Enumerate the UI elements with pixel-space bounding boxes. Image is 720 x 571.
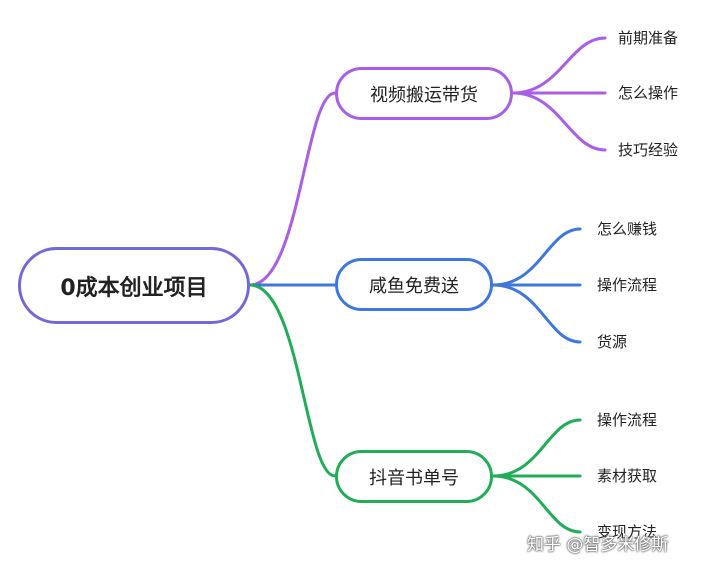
branch-node-xianyu-giveaway[interactable]: 咸鱼免费送 — [335, 258, 493, 311]
leaf-node-preparation[interactable]: 前期准备 — [618, 29, 679, 47]
connector-root-branch-3 — [248, 283, 337, 478]
root-node[interactable]: 0成本创业项目 — [18, 247, 250, 324]
branch-node-label: 视频搬运带货 — [370, 84, 478, 106]
leaf-node-supply-source[interactable]: 货源 — [597, 333, 628, 351]
connector-root-branch-1 — [248, 91, 337, 287]
connector-branch-1-leaf-1 — [511, 36, 607, 95]
branch-node-label: 咸鱼免费送 — [369, 275, 459, 297]
leaf-node-tips-experience[interactable]: 技巧经验 — [618, 141, 679, 159]
branch-node-douyin-booklist[interactable]: 抖音书单号 — [335, 450, 493, 503]
branch-node-label: 抖音书单号 — [369, 467, 459, 489]
connector-branch-2-leaf-3 — [491, 283, 582, 344]
connector-branch-3-leaf-3 — [491, 474, 582, 534]
zhihu-watermark: 知乎 @智多米修斯 — [527, 535, 669, 555]
branch-node-video-reposting[interactable]: 视频搬运带货 — [335, 67, 513, 120]
leaf-node-workflow[interactable]: 操作流程 — [597, 276, 658, 294]
connector-branch-1-leaf-3 — [511, 91, 607, 152]
leaf-node-workflow[interactable]: 操作流程 — [597, 411, 658, 429]
leaf-node-monetization[interactable]: 变现方法 — [597, 523, 658, 541]
leaf-node-material-sourcing[interactable]: 素材获取 — [597, 467, 658, 485]
leaf-node-how-to-operate[interactable]: 怎么操作 — [618, 84, 679, 102]
connector-branch-2-leaf-1 — [491, 227, 582, 287]
root-node-label: 0成本创业项目 — [60, 275, 208, 301]
leaf-node-how-to-earn[interactable]: 怎么赚钱 — [597, 220, 658, 238]
connector-branch-3-leaf-1 — [491, 418, 582, 478]
